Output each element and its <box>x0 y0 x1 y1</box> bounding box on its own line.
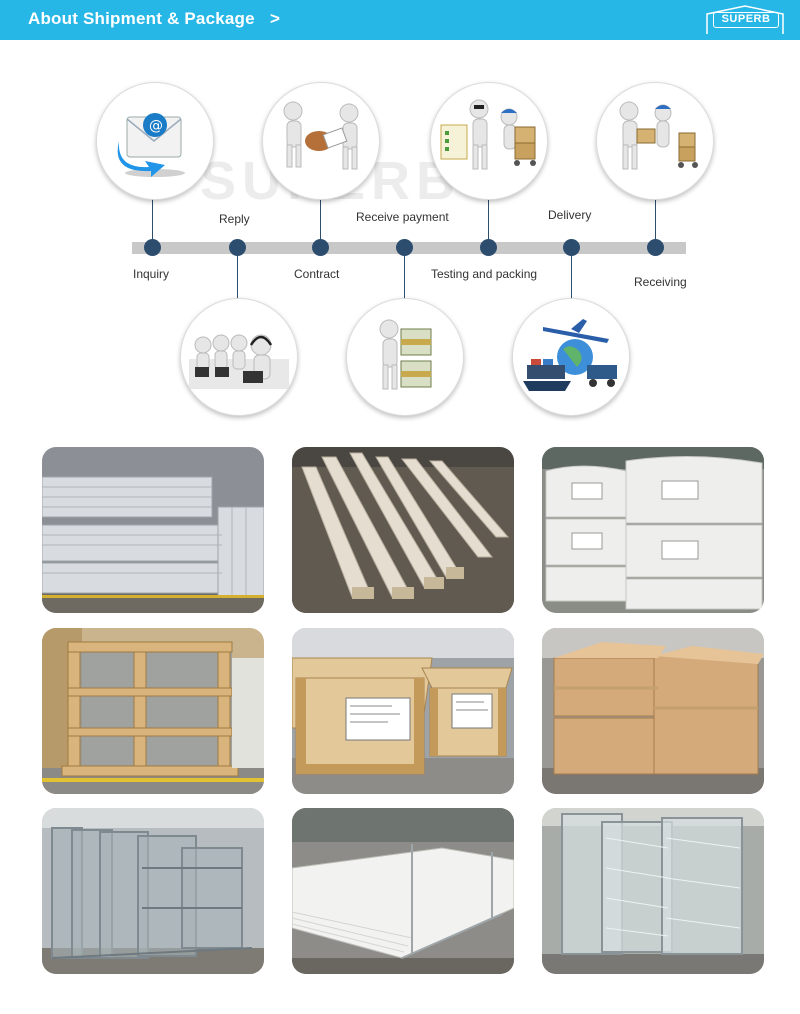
connector-receiving <box>655 198 656 242</box>
photo-wrapped-profiles <box>292 447 514 613</box>
page-title: About Shipment & Package <box>28 9 255 28</box>
timeline-dot-delivery <box>562 239 580 256</box>
connector-inquiry <box>152 198 153 242</box>
svg-text:@: @ <box>149 118 163 134</box>
label-receiving: Receiving <box>634 275 687 289</box>
connector-reply <box>237 254 238 298</box>
timeline-dot-inquiry <box>143 239 161 256</box>
timeline-dot-payment <box>395 239 413 256</box>
photo-wrapped-glass-frames <box>542 808 764 974</box>
label-contract: Contract <box>294 267 340 281</box>
logo-text: SUPERB <box>713 12 779 28</box>
label-testing-packing: Testing and packing <box>431 267 538 281</box>
contract-handshake-icon <box>262 82 380 200</box>
connector-delivery <box>571 254 572 298</box>
photo-cardboard-boxes <box>542 628 764 794</box>
photo-white-door-panels <box>292 808 514 974</box>
connector-payment <box>404 254 405 298</box>
reply-support-icon <box>180 298 298 416</box>
photo-wooden-crate-frame <box>42 628 264 794</box>
label-delivery: Delivery <box>548 208 592 222</box>
timeline-dot-reply <box>228 239 246 256</box>
photo-aluminium-profiles <box>42 447 264 613</box>
header-bar: About Shipment & Package > SUPERB <box>0 0 800 40</box>
receiving-icon <box>596 82 714 200</box>
timeline-dot-contract <box>311 239 329 256</box>
payment-money-icon <box>346 298 464 416</box>
timeline-dot-receiving <box>646 239 664 256</box>
connector-testing <box>488 198 489 242</box>
label-receive-payment: Receive payment <box>356 210 449 224</box>
chevron-right-icon[interactable]: > <box>270 9 280 28</box>
photo-glass-frames-rack <box>42 808 264 974</box>
label-inquiry: Inquiry <box>133 267 170 281</box>
testing-packing-icon <box>430 82 548 200</box>
photo-wooden-crates-labeled <box>292 628 514 794</box>
process-diagram: SUPERB Reply Receive payment Delivery In… <box>0 0 800 416</box>
inquiry-email-icon: @ <box>96 82 214 200</box>
timeline-dot-testing <box>479 239 497 256</box>
delivery-transport-icon <box>512 298 630 416</box>
label-reply: Reply <box>219 212 250 226</box>
photo-white-packages <box>542 447 764 613</box>
connector-contract <box>320 198 321 242</box>
superb-logo: SUPERB <box>703 4 787 36</box>
